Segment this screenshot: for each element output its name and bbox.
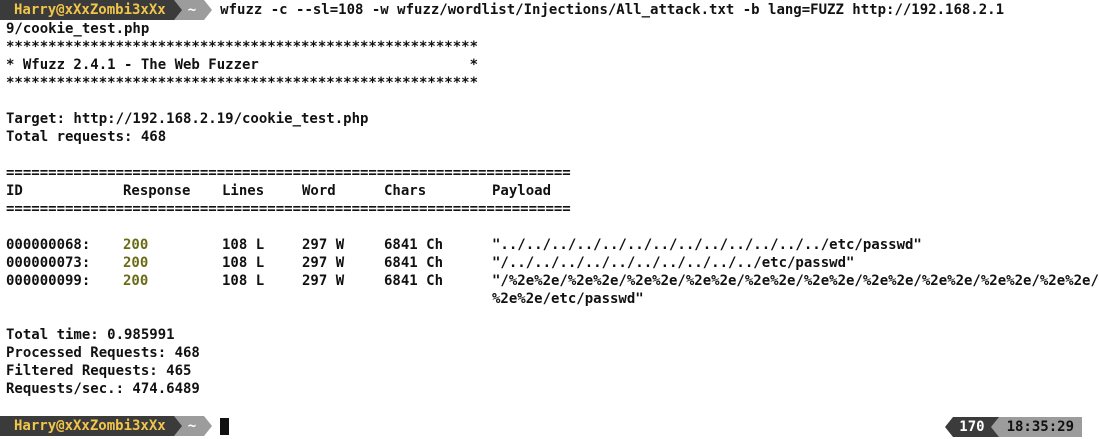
row-id: 000000068:	[6, 237, 91, 253]
row-lines: 108 L	[222, 255, 265, 271]
blank-line	[6, 92, 1082, 110]
row-lines: 108 L	[222, 273, 265, 289]
row-chars: 6841 Ch	[384, 237, 444, 253]
header-id: ID	[6, 183, 23, 199]
header-response: Response	[123, 183, 191, 199]
prompt-cwd: ~	[181, 0, 205, 20]
row-word: 297 W	[302, 255, 345, 271]
row-payload-continued: %2e%2e/etc/passwd"	[492, 291, 644, 307]
row-chars: 6841 Ch	[384, 273, 444, 289]
row-word: 297 W	[302, 273, 345, 289]
command-prompt-line: Harry@xXxZombi3xXx ~ wfuzz -c --sl=108 -w …	[0, 0, 1082, 20]
row-payload: "../../../../../../../../../../../../../…	[492, 237, 922, 253]
row-response: 200	[123, 273, 149, 289]
row-response: 200	[123, 255, 149, 271]
table-header: ID Response Lines Word Chars Payload	[6, 182, 1082, 200]
row-payload: "/../../../../../../../../../../etc/pass…	[492, 255, 855, 271]
header-chars: Chars	[384, 183, 427, 199]
total-requests: Total requests: 468	[6, 129, 167, 145]
active-prompt-line[interactable]: Harry@xXxZombi3xXx ~	[0, 416, 1082, 436]
summary-filtered: Filtered Requests: 465	[6, 363, 192, 379]
banner-border-bottom: ****************************************…	[6, 75, 479, 91]
row-response: 200	[123, 237, 149, 253]
table-row: 000000068: 200 108 L 297 W 6841 Ch "../../../…	[6, 236, 1082, 254]
banner-title: * Wfuzz 2.4.1 - The Web Fuzzer *	[6, 57, 479, 73]
row-lines: 108 L	[222, 237, 265, 253]
header-word: Word	[302, 183, 336, 199]
history-number: 170	[953, 417, 991, 437]
row-chars: 6841 Ch	[384, 255, 444, 271]
command-text: wfuzz -c --sl=108 -w wfuzz/wordlist/Inje…	[220, 2, 1005, 18]
blank-line	[6, 308, 1082, 326]
banner-border-top: ****************************************…	[6, 39, 479, 55]
prompt-separator-icon	[204, 0, 213, 20]
blank-line	[6, 146, 1082, 164]
table-separator-bottom: ========================================…	[6, 201, 571, 217]
prompt-separator-icon	[204, 416, 213, 436]
table-row: 000000099: 200 108 L 297 W 6841 Ch "/%2e%2e/%…	[6, 272, 1099, 290]
text-cursor[interactable]	[220, 417, 230, 435]
blank-line	[6, 218, 1082, 236]
row-id: 000000099:	[6, 273, 91, 289]
prompt-user-host: Harry@xXxZombi3xXx	[0, 416, 174, 436]
summary-rate: Requests/sec.: 474.6489	[6, 381, 200, 397]
command-text-continued: 9/cookie_test.php	[6, 21, 150, 37]
prompt-separator-icon	[173, 416, 182, 436]
row-id: 000000073:	[6, 255, 91, 271]
prompt-user-host: Harry@xXxZombi3xXx	[0, 0, 174, 20]
prompt-separator-icon	[990, 417, 999, 437]
prompt-separator-icon	[945, 417, 954, 437]
summary-processed: Processed Requests: 468	[6, 345, 200, 361]
clock-time: 18:35:29	[998, 417, 1082, 437]
table-row-continued: %2e%2e/etc/passwd"	[6, 290, 1082, 308]
row-word: 297 W	[302, 237, 345, 253]
prompt-separator-icon	[173, 0, 182, 20]
row-payload: "/%2e%2e/%2e%2e/%2e%2e/%2e%2e/%2e%2e/%2e…	[492, 273, 1099, 289]
right-prompt: 170 18:35:29	[945, 417, 1082, 437]
blank-line	[6, 398, 1082, 416]
header-payload: Payload	[492, 183, 552, 199]
target-url: Target: http://192.168.2.19/cookie_test.…	[6, 111, 369, 127]
table-separator-top: ========================================…	[6, 165, 571, 181]
prompt-cwd: ~	[181, 416, 205, 436]
header-lines: Lines	[222, 183, 265, 199]
summary-total-time: Total time: 0.985991	[6, 327, 175, 343]
table-row: 000000073: 200 108 L 297 W 6841 Ch "/../../..…	[6, 254, 1082, 272]
